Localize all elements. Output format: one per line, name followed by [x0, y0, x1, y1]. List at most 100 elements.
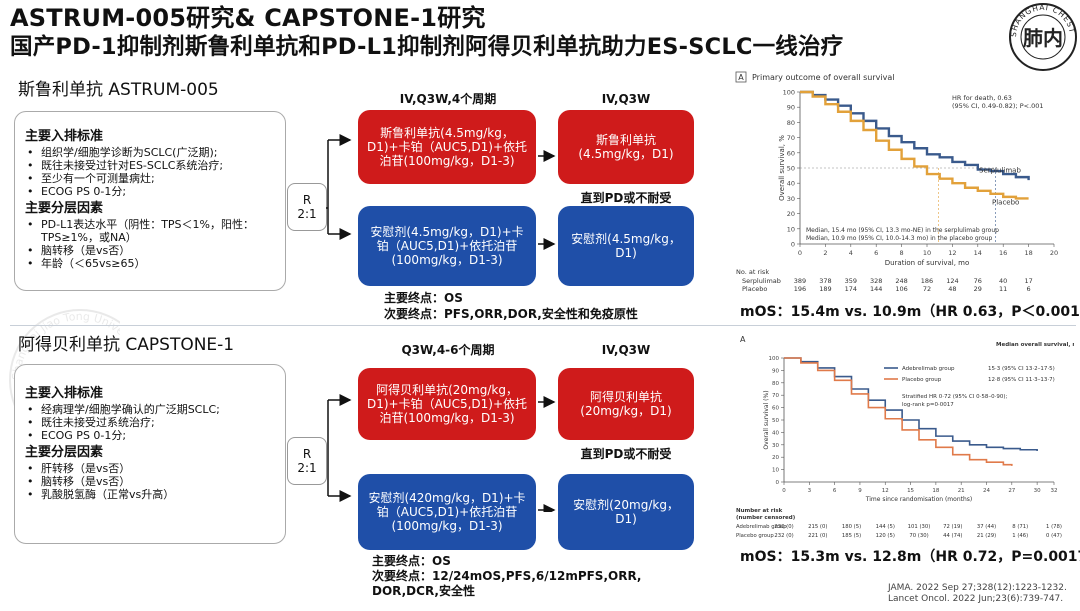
- capstone-primary-endpoint: 主要终点：OS: [372, 554, 451, 568]
- list-item: 组织学/细胞学诊断为SCLC(广泛期);: [25, 146, 275, 159]
- risk-cell: 186: [921, 277, 933, 285]
- risk-cell: 76: [974, 277, 982, 285]
- risk-cell: 17: [1024, 277, 1032, 285]
- risk-cell: 44 (74): [943, 533, 962, 539]
- capstone-mos-result: mOS：15.3m vs. 12.8m（HR 0.72，P=0.0017）: [740, 549, 1080, 565]
- list-item: 至少有一个可测量病灶;: [25, 172, 275, 185]
- risk-row-label: Placebo: [742, 285, 767, 293]
- risk-cell: 21 (29): [977, 533, 996, 539]
- risk-cell: 70 (30): [909, 533, 928, 539]
- x-tick-label: 2: [823, 249, 827, 257]
- risk-cell: 6: [1027, 285, 1031, 293]
- list-item: 经病理学/细胞学确认的广泛期SCLC;: [25, 403, 275, 416]
- risk-cell: 1 (46): [1012, 533, 1028, 539]
- y-axis-label: Overall survival, %: [778, 135, 786, 201]
- capstone-randomization-box: R 2:1: [287, 437, 327, 485]
- capstone-strat-heading: 主要分层因素: [25, 445, 104, 460]
- x-tick-label: 27: [1008, 488, 1015, 494]
- citation-lancet: Lancet Oncol. 2022 Jun;23(6):739-747.: [888, 594, 1064, 604]
- risk-cell: 40: [999, 277, 1007, 285]
- astrum-flow-arrows: [326, 134, 556, 250]
- risk-cell: 11: [999, 285, 1007, 293]
- title-line-1: ASTRUM-005研究& CAPSTONE-1研究: [10, 4, 486, 32]
- y-tick-label: 60: [772, 406, 779, 412]
- capstone-induction-label: Q3W,4-6个周期: [401, 343, 495, 357]
- x-tick-label: 4: [849, 249, 853, 257]
- astrum-inclusion-heading: 主要入排标准: [25, 129, 104, 144]
- capstone-secondary-endpoint-1: 次要终点：12/24mOS,PFS,6/12mPFS,ORR,: [372, 569, 642, 583]
- randomization-ratio: 2:1: [297, 461, 317, 475]
- x-tick-label: 9: [858, 488, 862, 494]
- astrum-randomization-box: R 2:1: [287, 183, 327, 231]
- panel-letter-box: [735, 71, 747, 83]
- risk-row-label: Adebrelimab group: [736, 524, 787, 530]
- title-line-2: 国产PD-1抑制剂斯鲁利单抗和PD-L1抑制剂阿得贝利单抗助力ES-SCLC一线…: [10, 34, 844, 60]
- capstone-until-label: 直到PD或不耐受: [580, 447, 672, 461]
- risk-cell: 180 (5): [842, 524, 861, 530]
- hr-ci-annotation: (95% CI, 0.49-0.82); P<.001: [952, 102, 1044, 110]
- capstone-section-title: 阿得贝利单抗 CAPSTONE-1: [18, 335, 235, 355]
- risk-cell: 8 (71): [1012, 524, 1028, 530]
- median-annotation: Median, 10.9 mo (95% CI, 10.0-14.3 mo) i…: [806, 235, 993, 242]
- astrum-induction-label: IV,Q3W,4个周期: [399, 92, 497, 106]
- randomization-label: R: [302, 193, 312, 207]
- y-tick-label: 30: [787, 195, 795, 203]
- legend-label: Adebrelimab group: [902, 366, 955, 372]
- risk-cell: 389: [794, 277, 806, 285]
- astrum-experimental-maintenance-box: 斯鲁利单抗(4.5mg/kg，D1): [558, 110, 694, 184]
- capstone-experimental-maintenance-box: 阿得贝利单抗(20mg/kg，D1): [558, 368, 694, 440]
- astrum-maintenance-label: IV,Q3W: [601, 92, 651, 106]
- risk-row-label: Placebo group: [736, 533, 774, 539]
- astrum-strat-heading: 主要分层因素: [25, 201, 104, 216]
- series-line-placebo: [784, 357, 1013, 466]
- hospital-seal-logo: SHANGHAI CHEST HOSPITAL 肺内: [1005, 0, 1078, 72]
- y-tick-label: 70: [787, 134, 795, 142]
- astrum-strat-list: PD-L1表达水平（阴性：TPS＜1%，阳性：TPS≥1%，或NA） 脑转移（是…: [25, 218, 275, 270]
- y-tick-label: 90: [772, 368, 779, 374]
- risk-cell: 106: [895, 285, 907, 293]
- capstone-criteria-box: 主要入排标准 经病理学/细胞学确认的广泛期SCLC; 既往未接受过系统治疗; E…: [14, 364, 286, 544]
- legend-heading: Median overall survival, months: [996, 342, 1074, 348]
- risk-cell: 378: [819, 277, 831, 285]
- x-axis-label: Time since randomisation (months): [865, 496, 973, 503]
- y-tick-label: 100: [769, 356, 780, 362]
- risk-table-heading: Number at risk: [736, 508, 783, 514]
- risk-cell: 196: [794, 285, 806, 293]
- astrum-inclusion-list: 组织学/细胞学诊断为SCLC(广泛期); 既往未接受过针对ES-SCLC系统治疗…: [25, 146, 275, 198]
- x-tick-label: 8: [900, 249, 904, 257]
- x-tick-label: 6: [874, 249, 878, 257]
- y-tick-label: 30: [772, 443, 779, 449]
- capstone-strat-list: 肝转移（是vs否） 脑转移（是vs否） 乳酸脱氢酶（正常vs升高）: [25, 462, 275, 501]
- y-tick-label: 60: [787, 149, 795, 157]
- capstone-experimental-induction-box: 阿得贝利单抗(20mg/kg，D1)+卡铂（AUC5,D1)+依托泊苷(100m…: [358, 368, 536, 440]
- x-tick-label: 18: [932, 488, 939, 494]
- risk-cell: 232 (0): [774, 533, 793, 539]
- panel-letter: A: [738, 73, 744, 82]
- series-label-serplulimab: Serplulimab: [979, 167, 1021, 175]
- y-tick-label: 10: [787, 225, 795, 233]
- median-annotation: Median, 15.4 mo (95% CI, 13.3 mo-NE) in …: [806, 227, 999, 234]
- risk-cell: 189: [819, 285, 831, 293]
- x-tick-label: 3: [808, 488, 812, 494]
- x-tick-label: 0: [782, 488, 786, 494]
- y-tick-label: 40: [787, 180, 795, 188]
- capstone-inclusion-heading: 主要入排标准: [25, 386, 104, 401]
- risk-cell: 328: [870, 277, 882, 285]
- x-tick-label: 20: [1050, 249, 1058, 257]
- x-tick-label: 0: [798, 249, 802, 257]
- pvalue-annotation: log-rank p=0·0017: [902, 402, 954, 408]
- risk-cell: 185 (5): [842, 533, 861, 539]
- risk-cell: 230 (0): [774, 524, 793, 530]
- risk-row-label: Serplulimab: [742, 277, 781, 285]
- svg-text:肺内: 肺内: [1023, 26, 1063, 50]
- y-tick-label: 50: [772, 418, 779, 424]
- risk-cell: 72 (19): [943, 524, 962, 530]
- astrum-control-induction-box: 安慰剂(4.5mg/kg，D1)+卡铂（AUC5,D1)+依托泊苷(100mg/…: [358, 206, 536, 286]
- risk-table-subheading: (number censored): [736, 515, 796, 521]
- list-item: 年龄（＜65vs≥65）: [25, 257, 275, 270]
- y-tick-label: 20: [787, 210, 795, 218]
- series-line-adebrelimab: [784, 357, 1038, 451]
- x-tick-label: 21: [958, 488, 965, 494]
